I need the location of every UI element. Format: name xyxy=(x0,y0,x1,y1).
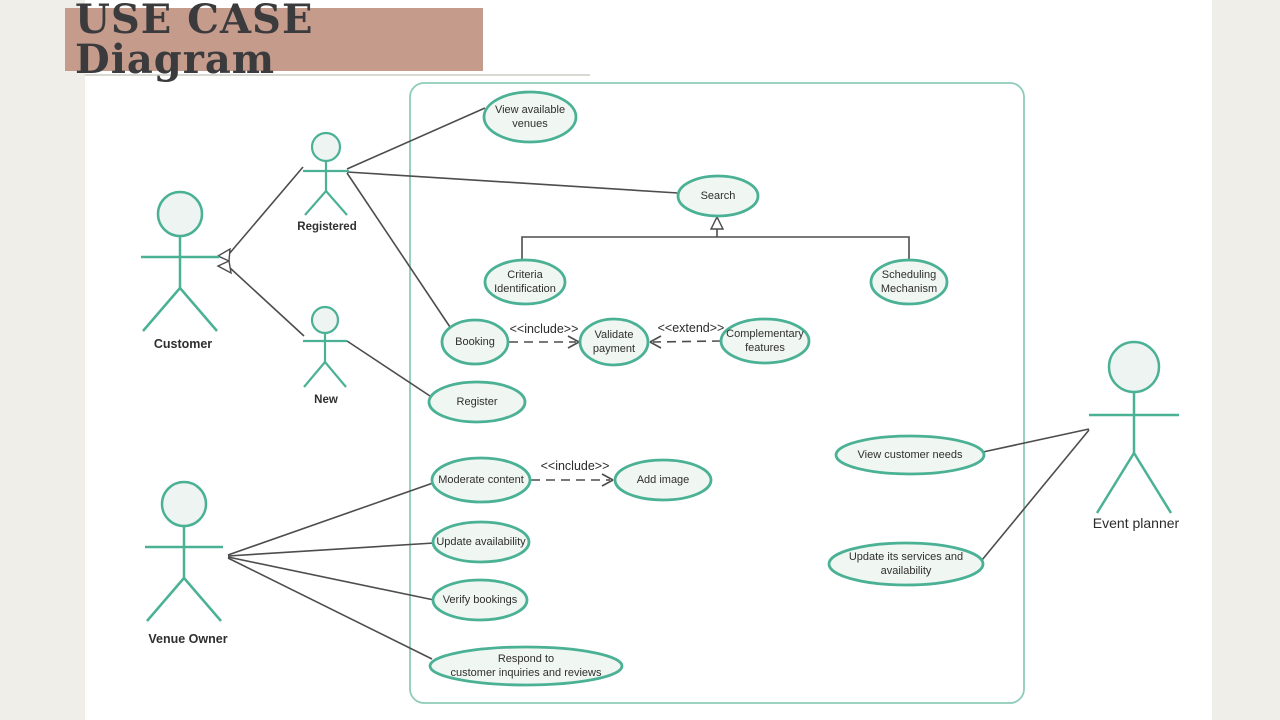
generalization-arrows-customer xyxy=(216,247,232,275)
connector-registered-booking xyxy=(346,172,451,328)
usecase-ellipse-moderate-content xyxy=(430,456,532,504)
usecase-ellipses xyxy=(427,90,986,687)
actor-registered-figure xyxy=(303,131,349,216)
usecase-ellipse-booking xyxy=(440,318,510,366)
connector-registered-customer xyxy=(228,166,304,255)
usecase-ellipse-criteria-identification xyxy=(483,258,567,306)
usecase-ellipse-search xyxy=(676,174,760,218)
usecase-ellipse-scheduling-mechanism xyxy=(869,258,949,306)
extend-arrow-complementary-validate xyxy=(652,340,722,343)
usecase-ellipse-update-services xyxy=(827,541,985,587)
page-title: USE CASE Diagram xyxy=(75,0,314,83)
open-arrowhead-icon xyxy=(567,335,580,349)
dependency-connectors xyxy=(509,335,722,487)
usecase-ellipse-update-availability xyxy=(431,520,531,564)
actor-event-planner-figure xyxy=(1089,340,1179,514)
generalization-branch-lines xyxy=(521,236,910,260)
open-arrowhead-icon xyxy=(601,473,614,487)
usecase-ellipse-view-customer-needs xyxy=(834,434,986,476)
usecase-ellipse-complementary-features xyxy=(719,317,811,365)
usecase-ellipse-register xyxy=(427,380,527,424)
usecase-ellipse-verify-bookings xyxy=(431,578,529,622)
connector-registered-search xyxy=(346,171,679,194)
connector-owner-verify xyxy=(227,556,435,601)
usecase-ellipse-add-image xyxy=(613,458,713,502)
actor-figures xyxy=(141,131,1179,622)
actor-new-figure xyxy=(303,305,347,388)
connector-new-customer xyxy=(228,266,305,337)
connector-owner-respond xyxy=(227,557,433,660)
open-arrowhead-icon xyxy=(649,335,662,349)
connector-planner-update-services xyxy=(981,429,1090,561)
search-generalization-tree xyxy=(521,215,910,260)
connector-new-register xyxy=(346,340,431,397)
title-banner: USE CASE Diagram xyxy=(65,0,483,79)
connector-planner-view-needs xyxy=(982,428,1090,453)
usecase-ellipse-validate-payment xyxy=(578,317,650,367)
connector-owner-update-availability xyxy=(227,542,435,557)
actor-venue-owner-figure xyxy=(145,480,223,622)
content-divider xyxy=(85,74,590,76)
association-connectors xyxy=(227,107,1090,660)
connector-owner-moderate xyxy=(227,482,434,556)
usecase-ellipse-respond xyxy=(428,645,624,687)
generalization-arrow-new-icon xyxy=(216,259,232,275)
actor-customer-figure xyxy=(141,190,219,332)
connector-registered-view-venues xyxy=(346,107,486,170)
usecase-ellipse-view-venues xyxy=(482,90,578,144)
generalization-arrow-registered-icon xyxy=(216,247,231,263)
